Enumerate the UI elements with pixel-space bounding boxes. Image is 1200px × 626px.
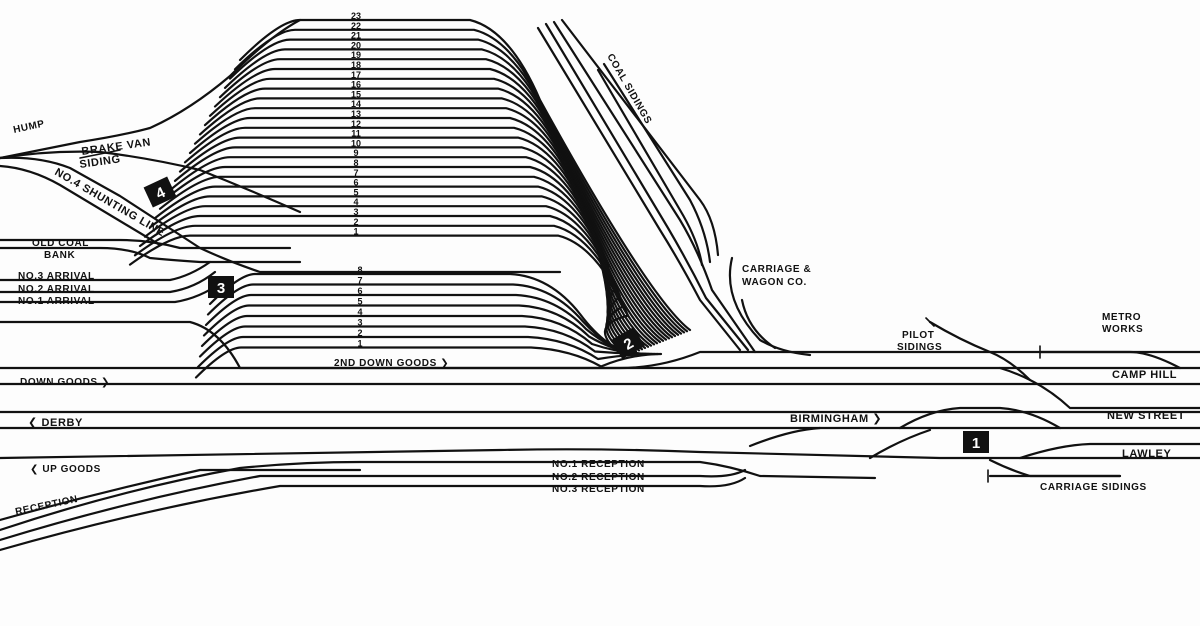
upper-siding-track — [223, 48, 683, 335]
upper-siding-number: 15 — [351, 89, 361, 99]
upper-siding-track — [213, 67, 677, 338]
arrival-lines — [0, 238, 302, 304]
upper-siding-number: 18 — [351, 60, 361, 70]
upper-siding-number: 1 — [353, 227, 358, 237]
upper-siding-track — [188, 116, 662, 344]
upper-siding-track — [178, 136, 656, 346]
badge-3: 3 — [208, 276, 234, 298]
svg-text:1: 1 — [972, 435, 980, 452]
upper-siding-track — [203, 87, 671, 340]
upper-siding-number: 9 — [353, 148, 358, 158]
upper-siding-number: 6 — [353, 178, 358, 188]
label-down-goods: DOWN GOODS ❯ — [20, 377, 110, 388]
upper-siding-number: 8 — [353, 158, 358, 168]
upper-siding-track — [218, 58, 680, 336]
upper-siding-track — [233, 28, 689, 333]
lower-siding-track — [194, 346, 663, 379]
badge-1: 1 — [963, 431, 989, 453]
upper-sidings-fan — [128, 18, 692, 358]
upper-siding-number: 2 — [353, 217, 358, 227]
label-carriage-sidings: CARRIAGE SIDINGS — [1040, 482, 1147, 493]
coal-sidings-tracks — [536, 18, 757, 354]
upper-siding-number: 10 — [351, 138, 361, 148]
lower-siding-number: 8 — [357, 265, 362, 275]
label-pilot-1: PILOT — [902, 330, 934, 341]
label-2nd-down-goods: 2ND DOWN GOODS ❯ — [334, 358, 449, 369]
upper-siding-number: 17 — [351, 70, 361, 80]
label-birmingham: BIRMINGHAM ❯ — [790, 413, 882, 425]
upper-siding-track — [173, 146, 653, 347]
upper-siding-track — [228, 38, 686, 334]
upper-siding-number: 22 — [351, 21, 361, 31]
label-hump: HUMP — [12, 119, 45, 136]
label-carriage-wagon-2: WAGON CO. — [742, 277, 807, 288]
lower-siding-number: 5 — [357, 297, 362, 307]
label-derby: ❮ DERBY — [28, 417, 83, 429]
label-no1-arrival: NO.1 ARRIVAL — [18, 296, 95, 307]
upper-siding-number: 13 — [351, 109, 361, 119]
lower-siding-number: 6 — [357, 286, 362, 296]
badge-2: 2 — [611, 326, 645, 360]
upper-siding-track — [198, 97, 668, 341]
upper-siding-number: 4 — [353, 197, 358, 207]
main-lines — [0, 317, 1200, 483]
label-bank: BANK — [44, 250, 75, 261]
label-camp-hill: CAMP HILL — [1112, 369, 1177, 381]
svg-text:3: 3 — [217, 280, 225, 297]
reception-lines — [0, 460, 877, 552]
lower-siding-number: 4 — [357, 307, 362, 317]
lower-siding-number: 3 — [357, 318, 362, 328]
upper-siding-number: 23 — [351, 11, 361, 21]
upper-siding-number: 21 — [351, 31, 361, 41]
label-no4-shunting-line: NO.4 SHUNTING LINE — [53, 166, 167, 239]
lower-siding-track — [204, 293, 648, 356]
upper-siding-track — [153, 185, 641, 352]
lower-siding-number: 7 — [357, 276, 362, 286]
label-lawley: LAWLEY — [1122, 448, 1171, 460]
upper-siding-track — [208, 77, 674, 339]
label-no3-reception: NO.3 RECEPTION — [552, 484, 645, 495]
upper-siding-number: 20 — [351, 40, 361, 50]
label-new-street: NEW STREET — [1107, 410, 1185, 422]
label-carriage-wagon-1: CARRIAGE & — [742, 264, 811, 275]
upper-siding-track — [128, 234, 630, 358]
lower-siding-number: 1 — [357, 339, 362, 349]
lower-siding-number: 2 — [357, 328, 362, 338]
label-no2-reception: NO.2 RECEPTION — [552, 472, 645, 483]
label-coal-sidings: COAL SIDINGS — [604, 52, 653, 126]
badge-4: 4 — [143, 176, 177, 208]
upper-siding-track — [193, 107, 665, 342]
upper-siding-number: 19 — [351, 50, 361, 60]
upper-siding-number: 5 — [353, 187, 358, 197]
label-up-goods: ❮ UP GOODS — [30, 464, 101, 475]
label-metro-2: WORKS — [1102, 324, 1143, 335]
label-no3-arrival: NO.3 ARRIVAL — [18, 271, 95, 282]
label-no1-reception: NO.1 RECEPTION — [552, 459, 645, 470]
upper-siding-number: 14 — [351, 99, 361, 109]
upper-siding-number: 3 — [353, 207, 358, 217]
upper-siding-number: 7 — [353, 168, 358, 178]
label-old-coal: OLD COAL — [32, 238, 89, 249]
label-siding: SIDING — [79, 153, 122, 171]
upper-siding-track — [238, 18, 692, 332]
upper-siding-number: 11 — [351, 129, 361, 139]
label-metro-1: METRO — [1102, 312, 1141, 323]
label-pilot-2: SIDINGS — [897, 342, 942, 353]
label-no2-arrival: NO.2 ARRIVAL — [18, 284, 95, 295]
upper-siding-number: 16 — [351, 80, 361, 90]
upper-siding-number: 12 — [351, 119, 361, 129]
